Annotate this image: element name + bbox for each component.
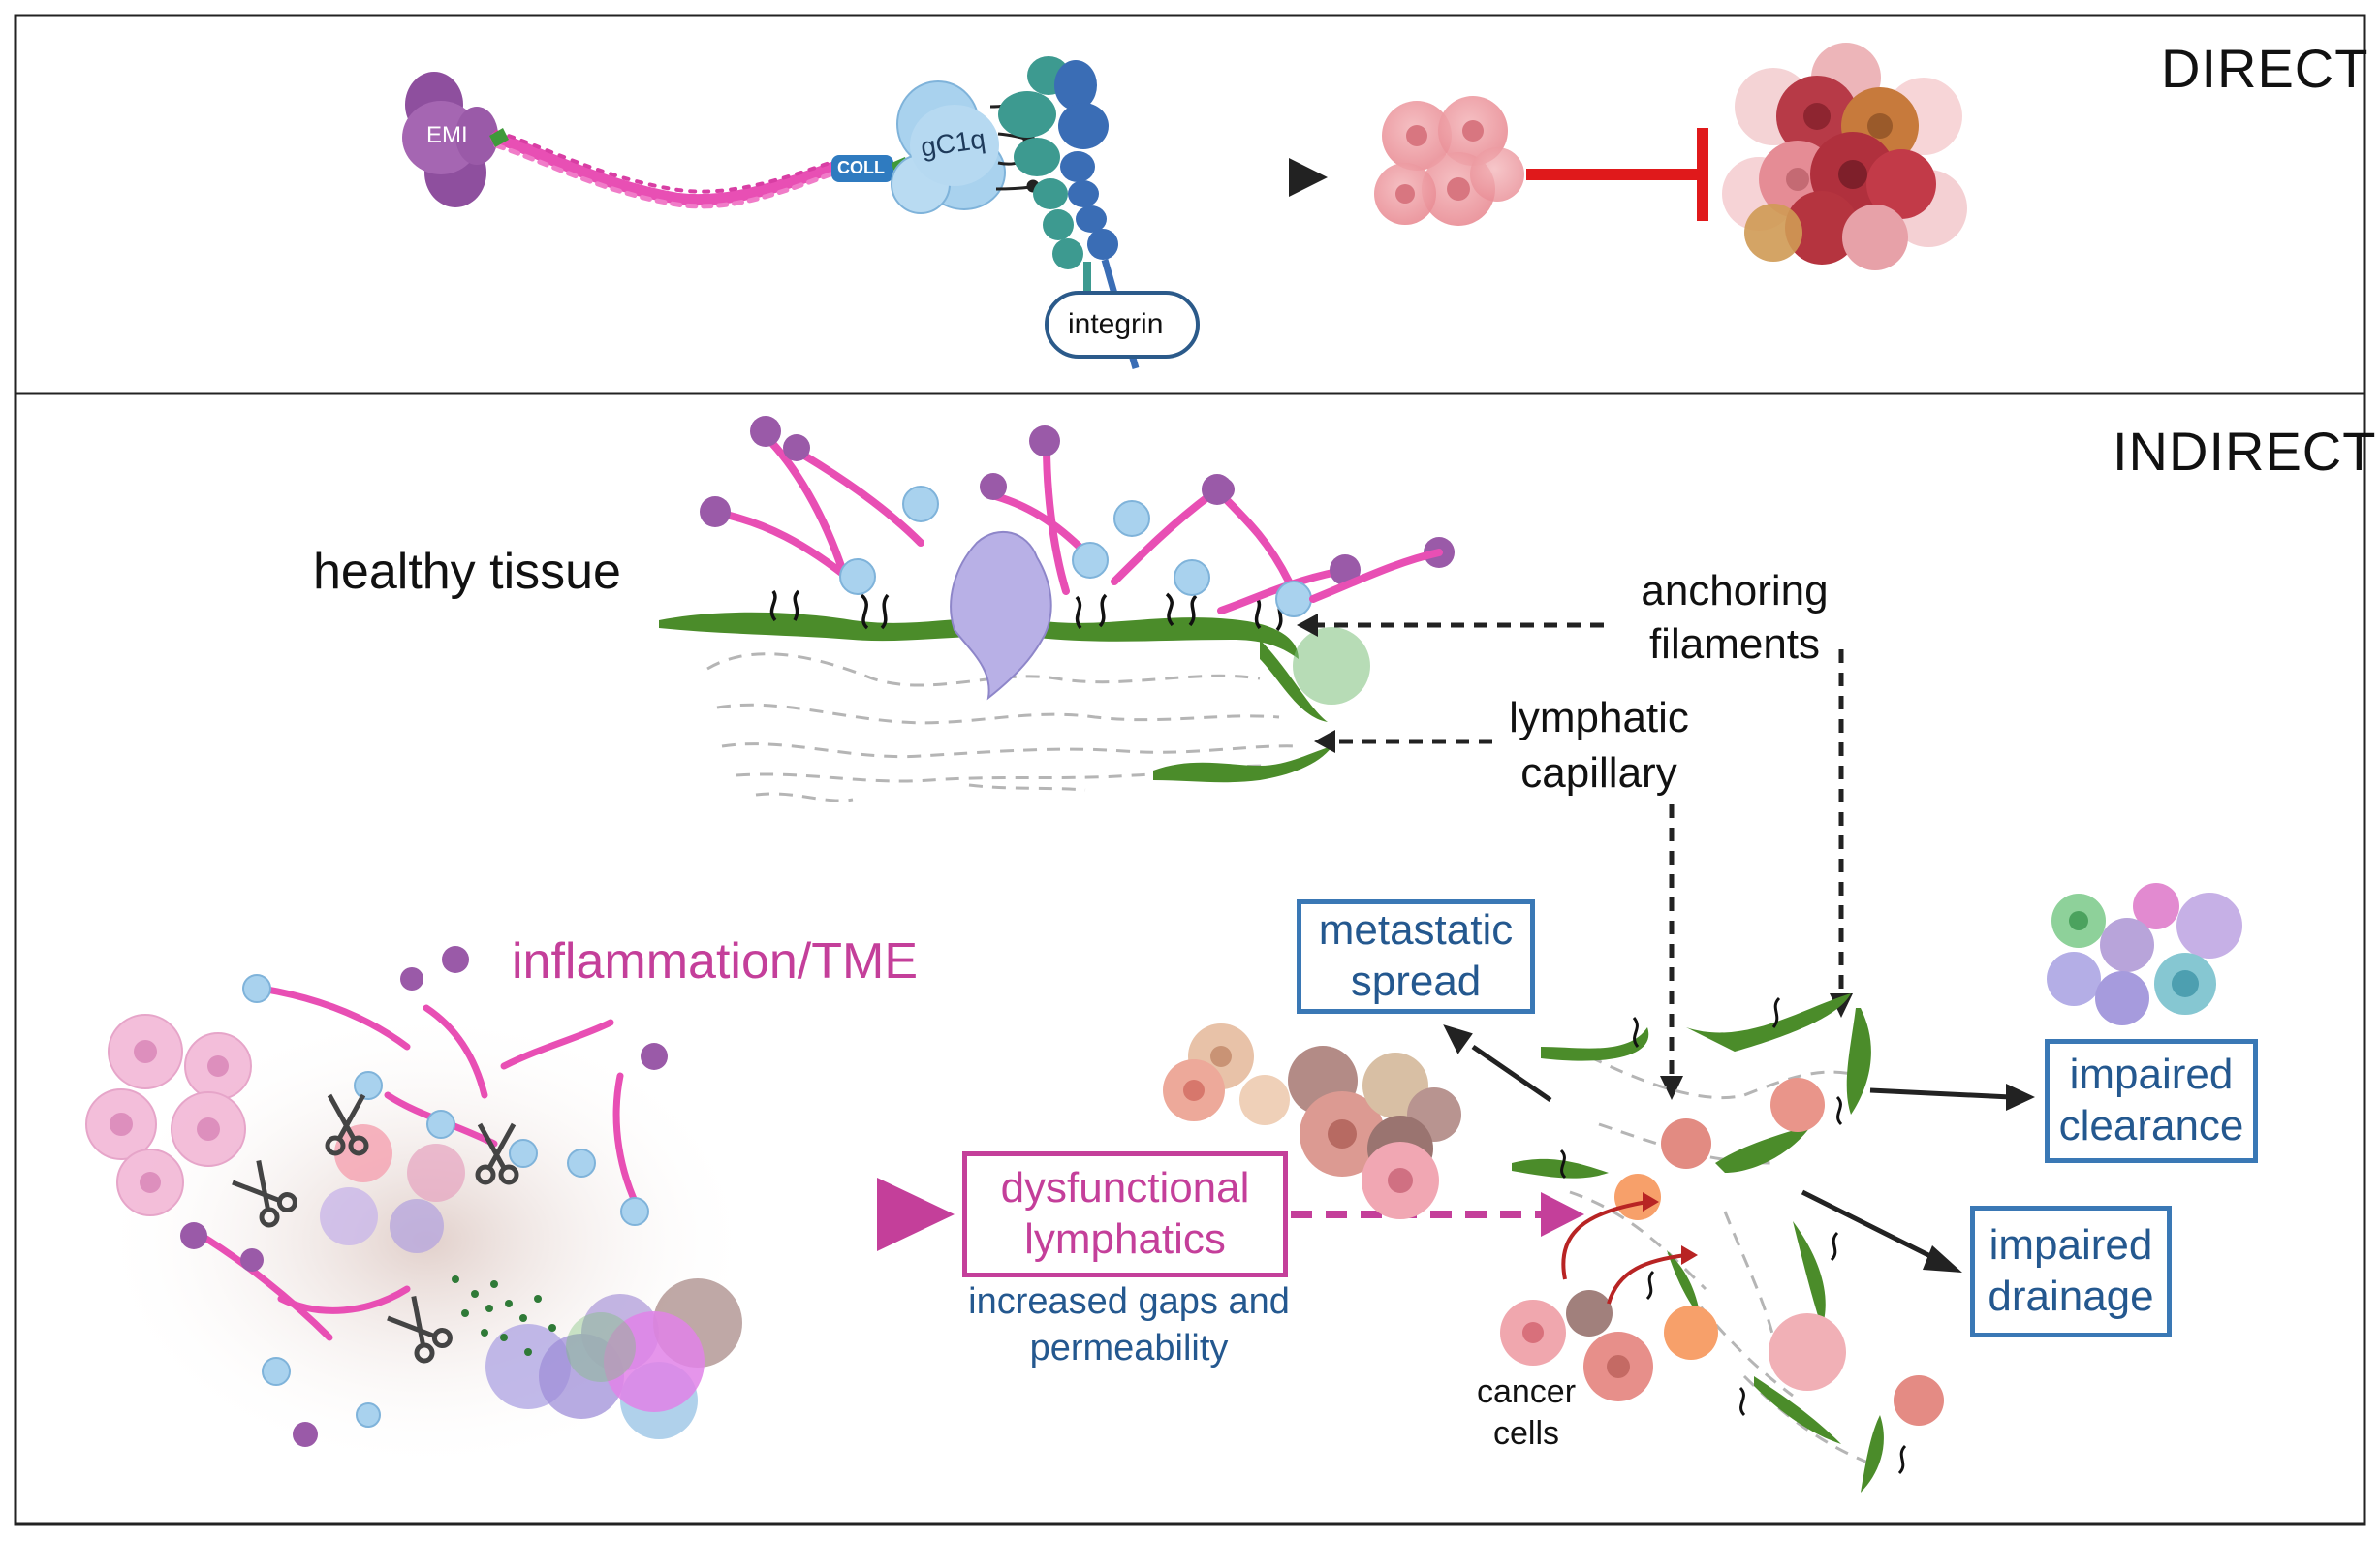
dendritic-cell	[950, 530, 1052, 701]
emi-domain	[402, 72, 498, 207]
emilin-molecule	[402, 56, 1200, 369]
scissors-icon	[232, 1093, 519, 1364]
cancer-line1: cancer	[1476, 1373, 1577, 1410]
integrin-label: integrin	[1068, 308, 1164, 340]
impaired-clearance-box: impaired clearance	[2045, 1039, 2258, 1163]
impaired-clearance-arrow	[1869, 1084, 2035, 1111]
indirect-panel-border	[14, 392, 2366, 1526]
anchoring-label-line2: filaments	[1648, 620, 1821, 668]
metastatic-line2: spread	[1350, 958, 1482, 1005]
integrin-label-box	[1045, 291, 1200, 359]
cancer-line2: cells	[1492, 1414, 1560, 1452]
healthy-tissue-illustration	[659, 530, 1370, 802]
cancer-cells	[1500, 1290, 1653, 1401]
drainage-line1: impaired	[1989, 1221, 2153, 1270]
capillary-label-line1: lymphatic	[1509, 694, 1689, 741]
impaired-drainage-arrow	[1801, 1189, 1962, 1273]
lymphatic-endothelium-bottom	[1153, 746, 1332, 783]
tumour-cell-group	[1163, 1023, 1461, 1219]
cytokines	[452, 1275, 556, 1356]
clearance-line2: clearance	[2058, 1102, 2244, 1149]
inhibition-bar	[1526, 128, 1708, 221]
capillary-label-line2: capillary	[1520, 749, 1677, 798]
direct-header: DIRECT	[2161, 38, 2369, 99]
coll-domain	[831, 155, 893, 182]
gaps-line1: increased gaps and	[968, 1281, 1290, 1322]
lymphatic-capillary-arrow	[1314, 730, 1492, 753]
anchoring-label-line1: anchoring	[1641, 567, 1829, 614]
inflammation-illustration	[85, 946, 756, 1473]
disrupted-lymphatic-vessel	[1512, 993, 1944, 1493]
small-tumour-cluster	[1374, 96, 1524, 226]
dysfunctional-lymphatics-box: dysfunctional lymphatics	[962, 1151, 1288, 1277]
cancer-cells-label: cancer cells	[1458, 1371, 1594, 1454]
lymphatic-capillary-label: lymphatic capillary	[1497, 690, 1701, 801]
indirect-header: INDIRECT	[2113, 421, 2377, 482]
green-linker	[489, 128, 509, 147]
emilin-network-healthy	[700, 416, 1455, 617]
collagen-helix	[490, 130, 847, 209]
integrin-alpha-chain	[998, 56, 1091, 320]
capillary-to-tme-arrow	[1660, 804, 1683, 1100]
immune-cell-cluster	[2047, 883, 2242, 1025]
metastatic-line1: metastatic	[1318, 906, 1514, 955]
invasion-arrows	[1561, 1200, 1687, 1305]
impaired-drainage-box: impaired drainage	[1970, 1206, 2172, 1337]
gaps-line2: permeability	[1029, 1327, 1229, 1369]
inflammation-tme-label: inflammation/TME	[512, 933, 918, 990]
green-cell	[1293, 627, 1370, 705]
activated-macrophage	[604, 1311, 705, 1412]
anchoring-filaments	[769, 589, 1285, 632]
dysfunctional-line2: lymphatics	[1024, 1215, 1226, 1263]
coll-label: COLL	[837, 158, 885, 177]
clearance-line1: impaired	[2069, 1051, 2234, 1099]
large-tumour-cluster	[1722, 43, 1967, 270]
metastatic-spread-box: metastatic spread	[1297, 899, 1535, 1014]
dysfunctional-line1: dysfunctional	[1000, 1164, 1250, 1212]
anchoring-filaments-label: anchoring filaments	[1628, 564, 1841, 671]
gc1q-domain	[891, 80, 1006, 214]
healthy-tissue-label: healthy tissue	[313, 544, 621, 600]
drainage-line2: drainage	[1988, 1273, 2154, 1320]
emi-label: EMI	[426, 122, 468, 148]
increased-gaps-label: increased gaps and permeability	[940, 1279, 1318, 1371]
metastatic-spread-arrow	[1443, 1024, 1552, 1103]
anchoring-to-tme-arrow	[1830, 649, 1853, 1018]
anchoring-filaments-arrow	[1297, 614, 1604, 637]
